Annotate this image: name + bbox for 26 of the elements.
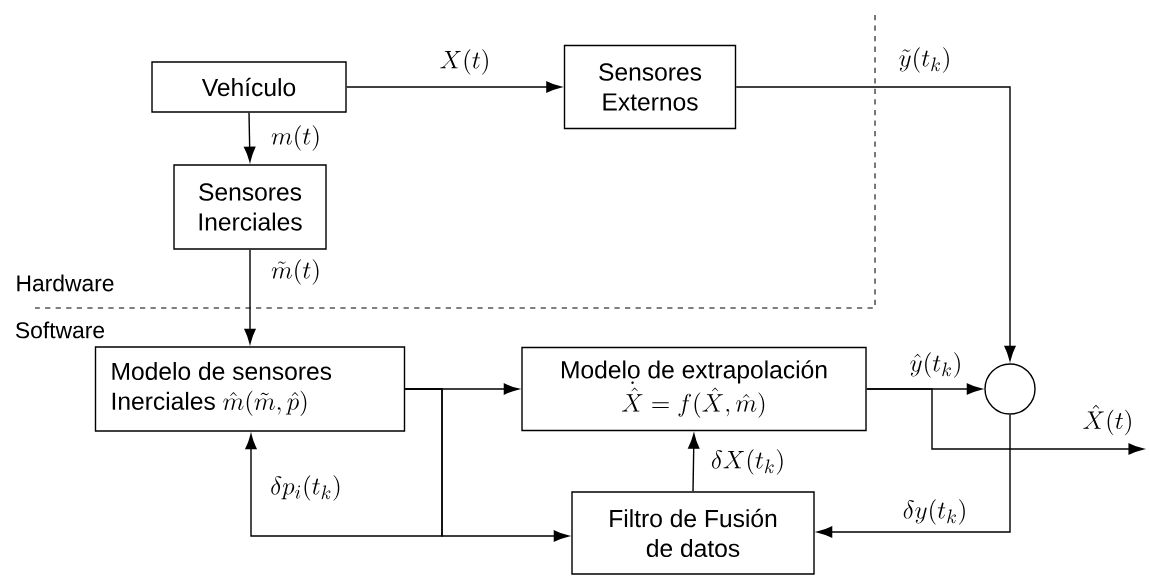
arrow <box>346 81 562 93</box>
edge-label: $\tilde{y}(t_k)$ <box>896 45 954 75</box>
edge-label: $\delta p_i(t_k)$ <box>268 473 344 503</box>
junction-circle <box>984 363 1036 415</box>
process-box: Sensores Externos <box>563 44 737 130</box>
process-box: Vehículo <box>151 61 347 113</box>
edge-label: $\hat{y}(t_k)$ <box>907 350 965 380</box>
arrow <box>688 433 700 492</box>
arrow <box>735 86 1016 361</box>
edge-label: $\hat{X}(t)$ <box>1080 403 1136 437</box>
edge-label: $X(t)$ <box>437 47 493 77</box>
arrow <box>244 249 256 344</box>
edge-label: $m(t)$ <box>269 123 323 153</box>
arrow <box>866 388 1144 455</box>
edge-label: $\tilde{m}(t)$ <box>269 257 323 287</box>
arrow <box>244 112 256 162</box>
process-box: Modelo de sensores Inerciales $\hat{m}(\tilde{m},\hat{p})$ <box>94 346 406 432</box>
process-box: Filtro de Fusión de datos <box>571 491 815 575</box>
region-label: Software <box>16 321 105 339</box>
process-box: Modelo de extrapolación $\dot{\hat{X}}=f(\hat{X},\hat{m})$ <box>521 346 867 432</box>
edge-label: $\delta y(t_k)$ <box>900 497 970 527</box>
arrow <box>245 388 443 537</box>
region-label: Hardware <box>17 274 114 292</box>
process-box: Sensores Inerciales <box>173 164 327 250</box>
arrow <box>817 414 1011 538</box>
edge-label: $\delta X(t_k)$ <box>709 447 787 477</box>
